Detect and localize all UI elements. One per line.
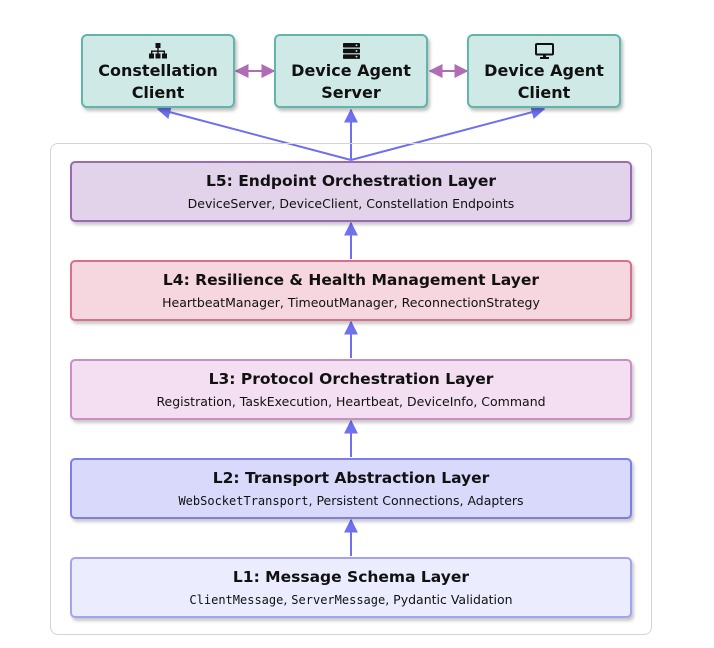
arrow-l5-to-constellation-client	[156, 105, 352, 161]
layer-l4-resilience-health: L4: Resilience & Health Management Layer…	[70, 260, 632, 321]
layer-title: L4: Resilience & Health Management Layer	[162, 270, 540, 289]
layer-title: L2: Transport Abstraction Layer	[212, 468, 490, 487]
desktop-icon	[534, 42, 554, 60]
layer-title: L1: Message Schema Layer	[232, 567, 470, 586]
layer-description: HeartbeatManager, TimeoutManager, Reconn…	[162, 294, 540, 310]
constellation-client-box: Constellation Client	[81, 34, 235, 108]
layer-l1-message-schema: L1: Message Schema Layer ClientMessage, …	[70, 557, 632, 618]
device-agent-client-box: Device Agent Client	[467, 34, 621, 108]
server-icon	[342, 42, 360, 60]
layer-description: DeviceServer, DeviceClient, Constellatio…	[187, 195, 515, 211]
layer-description-code: ServerMessage	[291, 592, 386, 607]
layer-l2-transport-abstraction: L2: Transport Abstraction Layer WebSocke…	[70, 458, 632, 519]
layer-title: L3: Protocol Orchestration Layer	[208, 369, 494, 388]
device-agent-client-title: Device Agent Client	[484, 61, 604, 102]
layer-description-separator: ,	[283, 591, 292, 607]
layer-description: Registration, TaskExecution, Heartbeat, …	[156, 393, 546, 409]
layer-description-code: ClientMessage	[189, 592, 284, 607]
device-agent-server-title: Device Agent Server	[291, 61, 411, 102]
layer-l5-endpoint-orchestration: L5: Endpoint Orchestration Layer DeviceS…	[70, 161, 632, 222]
layer-description-code: WebSocketTransport	[178, 493, 309, 508]
constellation-client-title: Constellation Client	[98, 61, 218, 102]
layer-description-text: , Persistent Connections, Adapters	[308, 492, 524, 508]
layer-description: WebSocketTransport, Persistent Connectio…	[178, 492, 523, 510]
device-agent-server-box: Device Agent Server	[274, 34, 428, 108]
layer-stack-frame	[50, 143, 652, 635]
sitemap-icon	[149, 42, 167, 60]
layer-description: ClientMessage, ServerMessage, Pydantic V…	[189, 591, 512, 609]
layer-description-text: , Pydantic Validation	[385, 591, 513, 607]
arrow-l5-to-device-agent-client	[350, 105, 546, 161]
layer-l3-protocol-orchestration: L3: Protocol Orchestration Layer Registr…	[70, 359, 632, 420]
layer-title: L5: Endpoint Orchestration Layer	[205, 171, 497, 190]
